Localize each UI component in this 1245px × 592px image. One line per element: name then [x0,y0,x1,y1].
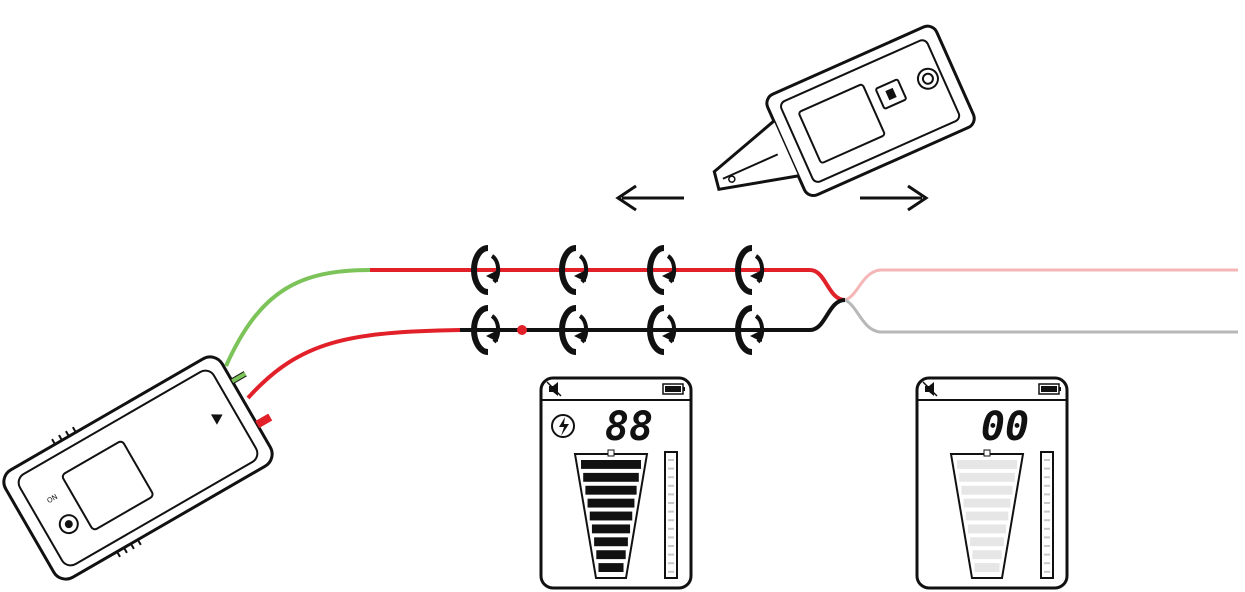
signal-ring-icon [559,305,589,355]
signal-bar [970,537,1004,547]
signal-bar-graph [949,449,1025,579]
black-wire [460,298,846,332]
signal-ring-icon [735,305,765,355]
battery-icon [662,383,685,395]
move-right-arrow [860,184,929,212]
signal-bar-graph [573,449,649,579]
signal-bar [957,460,1017,469]
level-column [664,451,678,579]
speaker-muted-icon [922,381,938,397]
signal-bar [594,537,628,547]
green-test-lead [224,268,371,367]
receiver-probe-device [712,24,976,198]
signal-bar [965,511,1009,521]
signal-bar [959,472,1015,482]
lightning-circle-icon [551,414,575,438]
signal-bar [596,550,626,560]
power-button-icon [58,514,79,535]
red-test-lead [246,328,461,400]
signal-bar [591,524,631,534]
speaker-muted-icon [546,381,562,397]
signal-ring-icon [471,245,501,295]
signal-ring-icon [647,245,677,295]
signal-bar [974,563,1000,572]
signal-ring-icon [471,305,501,355]
signal-rings [471,245,765,355]
signal-bar [583,472,639,482]
faded-red-wire [844,268,1238,302]
transmitter-device: ON [2,355,274,581]
red-wire [370,268,846,302]
signal-bar [585,485,637,495]
signal-bar [972,550,1002,560]
meter-displays: 88 00 [539,376,1069,590]
faded-wire-pair [844,268,1238,334]
signal-bar [961,485,1013,495]
battery-icon [1038,383,1061,395]
signal-bar [587,498,635,508]
meter-display: 00 [915,376,1069,590]
signal-bar [581,460,641,469]
meter-display: 88 [539,376,693,590]
faded-grey-wire [844,298,1238,334]
meter-reading: 00 [981,404,1029,450]
wire-junction-dot [517,325,527,335]
signal-bar [589,511,633,521]
level-column [1040,451,1054,579]
signal-bar [963,498,1011,508]
move-left-arrow [615,184,684,212]
signal-ring-icon [735,245,765,295]
signal-ring-icon [559,245,589,295]
signal-ring-icon [647,305,677,355]
signal-bar [598,563,624,572]
meter-reading: 88 [605,404,653,450]
signal-bar [967,524,1007,534]
